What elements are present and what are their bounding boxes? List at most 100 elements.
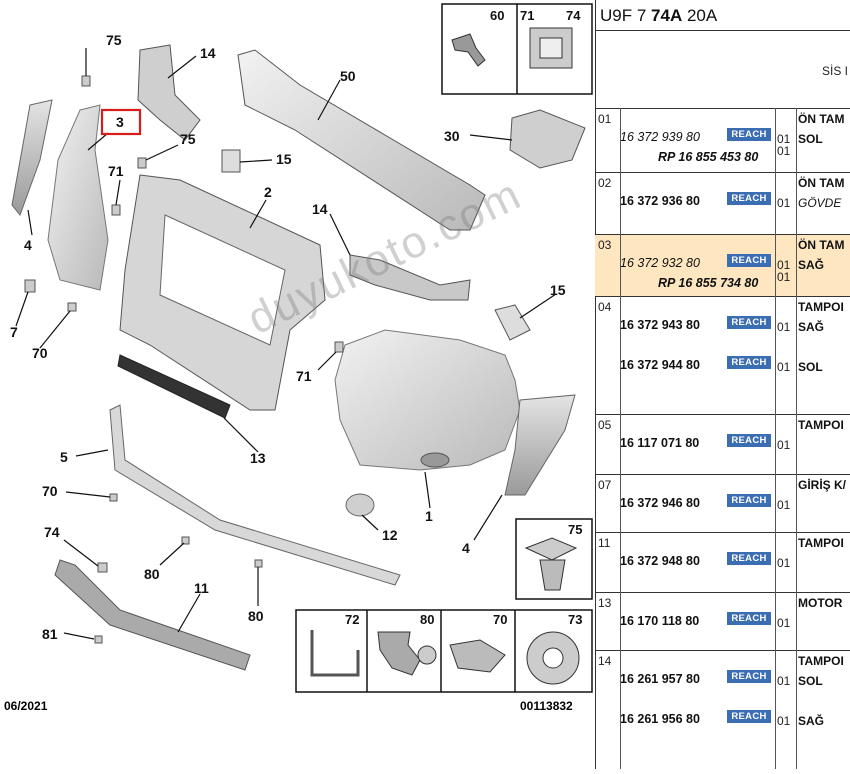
part-description: SOL	[798, 132, 823, 146]
callout-2: 2	[264, 184, 272, 200]
callout-4: 4	[462, 540, 470, 556]
part-12-cap	[345, 493, 375, 517]
inset-label-74: 74	[566, 8, 581, 23]
callout-13: 13	[250, 450, 266, 466]
row-number: 04	[598, 300, 612, 314]
part-number[interactable]: 16 372 948 80	[620, 554, 700, 568]
callout-1: 1	[425, 508, 433, 524]
part-15-clip-top	[221, 149, 241, 173]
part-30-box	[509, 109, 586, 169]
model-code: U9F 7 74A 20A	[600, 6, 718, 25]
row-number: 14	[598, 654, 612, 668]
part-4-right-trim	[504, 394, 576, 496]
inset-label-75: 75	[568, 522, 583, 537]
part-description: SAĞ	[798, 320, 825, 334]
row-title: ÖN TAM	[798, 112, 845, 126]
diagram-ref: 00113832	[520, 699, 573, 713]
part-14-lower-bracket	[349, 254, 471, 301]
part-number[interactable]: 16 372 932 80	[620, 256, 700, 270]
part-number[interactable]: 16 372 946 80	[620, 496, 700, 510]
reach-badge: REACH	[727, 316, 771, 329]
callout-12: 12	[382, 527, 398, 543]
part-number[interactable]: 16 372 943 80	[620, 318, 700, 332]
part-number[interactable]: RP 16 855 734 80	[658, 276, 759, 290]
callout-3[interactable]: 3	[116, 114, 124, 130]
row-number: 02	[598, 176, 612, 190]
callout-4: 4	[24, 237, 32, 253]
row-number: 07	[598, 478, 612, 492]
row-number: 13	[598, 596, 612, 610]
table-row[interactable]	[595, 650, 850, 770]
row-title: GİRİŞ K/	[798, 478, 847, 492]
exploded-parts-diagram: 75 14 50 3 75 15 71 2 30 4 14 7 70 15 71…	[4, 3, 593, 713]
reach-badge: REACH	[727, 192, 771, 205]
table-row[interactable]	[595, 532, 850, 593]
part-number[interactable]: 16 372 936 80	[620, 194, 700, 208]
part-3-corner-bumper	[47, 104, 109, 291]
quantity: 01	[777, 132, 791, 146]
table-row[interactable]	[595, 172, 850, 235]
reach-badge: REACH	[727, 434, 771, 447]
part-number[interactable]: 16 372 944 80	[620, 358, 700, 372]
header-divider	[595, 30, 850, 31]
reach-badge: REACH	[727, 494, 771, 507]
part-50-beam	[237, 49, 486, 231]
quantity: 01	[777, 258, 791, 272]
quantity: 01	[777, 144, 791, 158]
row-number: 11	[598, 536, 611, 550]
part-description: SOL	[798, 674, 823, 688]
quantity: 01	[777, 270, 791, 284]
row-title: TAMPOI	[798, 418, 844, 432]
row-number: 03	[598, 238, 612, 252]
inset-label-72: 72	[345, 612, 360, 627]
callout-75: 75	[180, 131, 196, 147]
inset-label-80: 80	[420, 612, 435, 627]
reach-badge: REACH	[727, 670, 771, 683]
callout-15: 15	[276, 151, 292, 167]
table-row[interactable]	[595, 108, 850, 173]
row-number: 01	[598, 112, 612, 126]
part-description: SAĞ	[798, 714, 825, 728]
callout-30: 30	[444, 128, 460, 144]
quantity: 01	[777, 556, 791, 570]
part-4-left-trim	[11, 99, 53, 217]
inset-label-60: 60	[490, 8, 505, 23]
callout-14: 14	[200, 45, 216, 61]
callout-7: 7	[10, 324, 18, 340]
table-row[interactable]	[595, 234, 850, 297]
part-number[interactable]: 16 261 957 80	[620, 672, 700, 686]
quantity: 01	[777, 360, 791, 374]
reach-badge: REACH	[727, 356, 771, 369]
part-number[interactable]: RP 16 855 453 80	[658, 150, 759, 164]
part-number[interactable]: 16 170 118 80	[620, 614, 700, 628]
quantity: 01	[777, 498, 791, 512]
table-row[interactable]	[595, 296, 850, 415]
quantity: 01	[777, 196, 791, 210]
column-divider	[796, 108, 797, 769]
part-number[interactable]: 16 261 956 80	[620, 712, 700, 726]
quantity: 01	[777, 714, 791, 728]
part-number[interactable]: 16 372 939 80	[620, 130, 700, 144]
callout-15: 15	[550, 282, 566, 298]
table-row[interactable]	[595, 474, 850, 533]
part-number[interactable]: 16 117 071 80	[620, 436, 700, 450]
row-title: TAMPOI	[798, 536, 844, 550]
part-1-front-bumper	[334, 329, 521, 471]
part-15-clip-right	[494, 304, 531, 341]
part-11-skid-strip	[54, 559, 251, 671]
reach-badge: REACH	[727, 552, 771, 565]
callout-14: 14	[312, 201, 328, 217]
row-title: TAMPOI	[798, 654, 844, 668]
parts-table	[595, 0, 850, 769]
part-description: SOL	[798, 360, 823, 374]
table-row[interactable]	[595, 592, 850, 651]
callout-50: 50	[340, 68, 356, 84]
reach-badge: REACH	[727, 254, 771, 267]
callout-74: 74	[44, 524, 60, 540]
callout-80: 80	[248, 608, 264, 624]
table-row[interactable]	[595, 414, 850, 475]
row-title: ÖN TAM	[798, 238, 845, 252]
part-description: GÖVDE	[798, 196, 842, 210]
callout-11: 11	[194, 580, 209, 596]
callout-75: 75	[106, 32, 122, 48]
